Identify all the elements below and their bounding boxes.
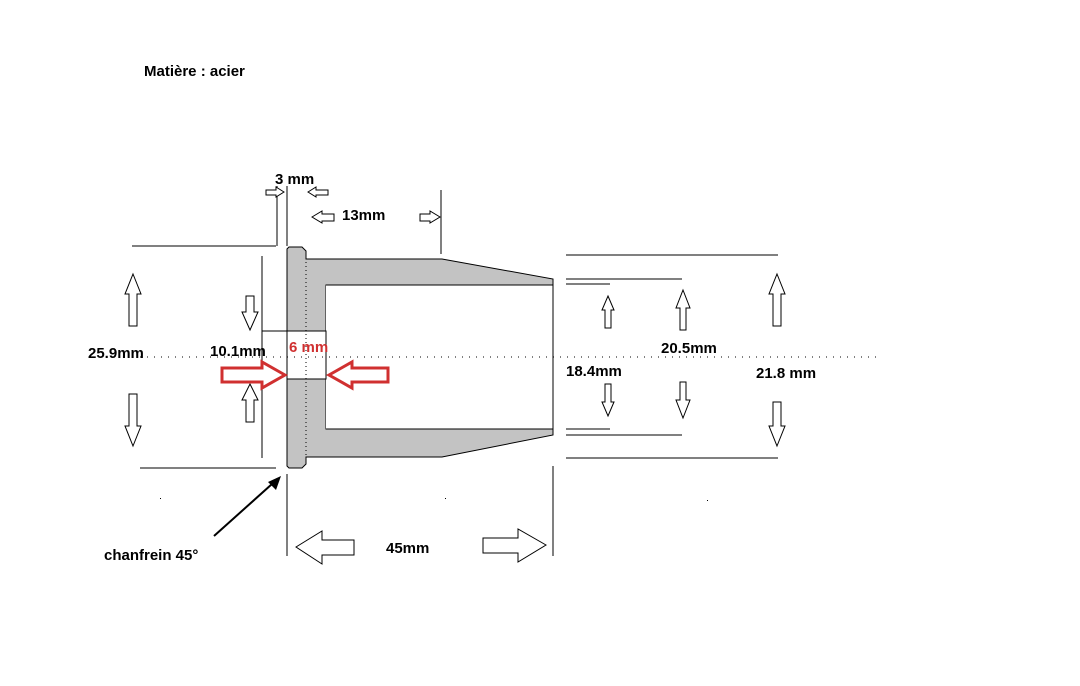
material-label: Matière : acier [144, 63, 245, 80]
chamfer-leader-line [213, 483, 273, 537]
speck [160, 498, 161, 499]
dim-inner-diameter: 18.4mm [566, 363, 622, 380]
speck [707, 500, 708, 501]
arrow-down-icon [601, 383, 615, 418]
stray-specks [160, 498, 708, 501]
red-arrow-left-icon [325, 359, 390, 391]
arrow-up-icon [768, 272, 786, 327]
arrow-right-icon [419, 210, 441, 224]
arrow-down-icon [241, 295, 259, 332]
dim-hole-diameter: 6 mm [289, 339, 328, 356]
dimension-arrows [124, 186, 786, 565]
arrow-down-icon [675, 381, 691, 420]
dim-outer-diameter-right: 21.8 mm [756, 365, 816, 382]
arrow-left-icon [295, 530, 355, 565]
speck [445, 498, 446, 499]
red-arrow-right-icon [220, 359, 289, 391]
arrow-right-icon [482, 528, 547, 563]
extension-lines [132, 186, 778, 556]
dim-collar-length: 13mm [342, 207, 385, 224]
chamfer-label: chanfrein 45° [104, 547, 198, 564]
dim-wall-thickness: 3 mm [275, 171, 314, 188]
arrow-down-icon [768, 401, 786, 448]
dim-total-length: 45mm [386, 540, 429, 557]
chamfer-pointer [213, 476, 281, 537]
arrow-up-icon [675, 288, 691, 331]
hole-highlight-arrows [220, 359, 390, 391]
dim-bore-height: 10.1mm [210, 343, 266, 360]
arrow-up-icon [241, 382, 259, 423]
arrow-up-icon [601, 294, 615, 329]
arrow-left-icon [311, 210, 335, 224]
part-body [286, 246, 554, 469]
arrow-down-icon [124, 393, 142, 448]
dim-outer-diameter-left: 25.9mm [88, 345, 144, 362]
arrow-left-icon [307, 186, 329, 198]
dim-outer-diameter-mid: 20.5mm [661, 340, 717, 357]
arrow-head-icon [268, 476, 281, 490]
arrow-up-icon [124, 272, 142, 327]
arrow-right-icon [265, 186, 285, 198]
